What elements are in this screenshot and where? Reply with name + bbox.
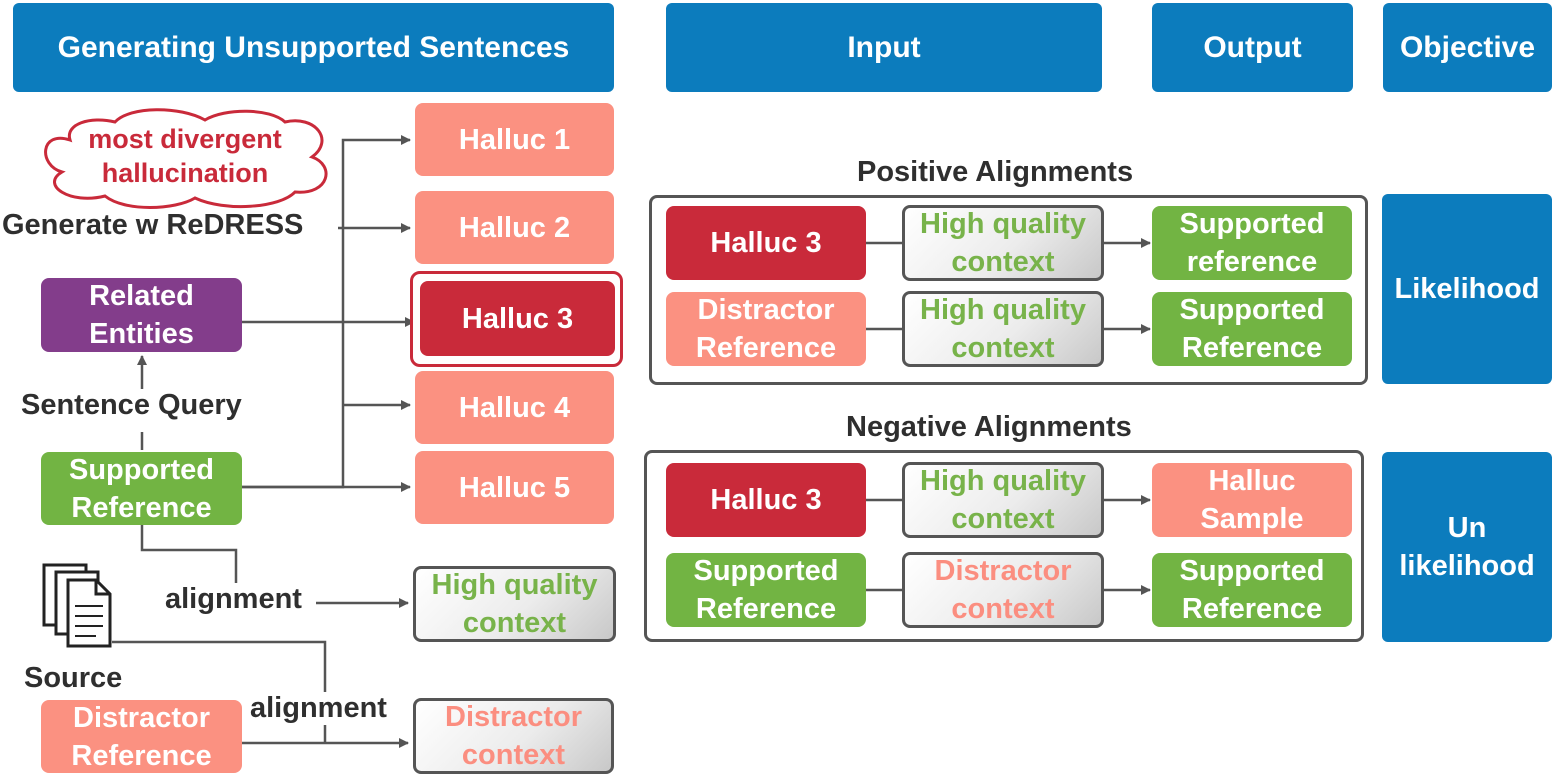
header-input: Input bbox=[666, 3, 1102, 92]
halluc-3-box: Halluc 3 bbox=[420, 281, 615, 356]
header-output-label: Output bbox=[1203, 30, 1302, 64]
positive-row2-input-line2: Reference bbox=[695, 332, 837, 364]
negative-row2-context-line2: context bbox=[951, 593, 1055, 625]
positive-row2-output-line2: Reference bbox=[1181, 332, 1323, 364]
halluc-5-label: Halluc 5 bbox=[458, 471, 571, 504]
positive-row2-output-line1: Supported bbox=[1179, 294, 1325, 326]
halluc-4-box: Halluc 4 bbox=[415, 371, 614, 444]
negative-row1-context-line2: context bbox=[951, 503, 1055, 535]
negative-row2-output-line1: Supported bbox=[1179, 555, 1325, 587]
cloud-label: most divergent hallucination bbox=[70, 120, 300, 192]
positive-row1-context-line2: context bbox=[951, 246, 1055, 278]
distractor-context-line1: Distractor bbox=[445, 701, 582, 733]
positive-row1-input: Halluc 3 bbox=[666, 206, 866, 280]
supported-reference-line2: Reference bbox=[71, 491, 212, 524]
negative-row2-context-line1: Distractor bbox=[934, 555, 1072, 587]
header-input-label: Input bbox=[847, 30, 921, 64]
negative-row1-context: High quality context bbox=[902, 462, 1104, 538]
negative-row2-output-line2: Reference bbox=[1181, 593, 1323, 625]
alignment-label-2: alignment bbox=[250, 692, 387, 725]
negative-row2-input-line2: Reference bbox=[695, 593, 837, 625]
high-quality-context-line1: High quality bbox=[431, 569, 598, 601]
positive-row1-context-line1: High quality bbox=[920, 208, 1086, 240]
positive-row2-context: High quality context bbox=[902, 291, 1104, 367]
likelihood-objective: Likelihood bbox=[1382, 194, 1552, 384]
positive-row1-output-line2: reference bbox=[1186, 246, 1318, 278]
positive-row1-output: Supported reference bbox=[1152, 206, 1352, 280]
positive-frame bbox=[649, 195, 1368, 385]
unlikelihood-line2: likelihood bbox=[1399, 550, 1535, 582]
distractor-context-line2: context bbox=[461, 739, 566, 771]
halluc-2-box: Halluc 2 bbox=[415, 191, 614, 264]
negative-row1-input-line1: Halluc 3 bbox=[710, 484, 822, 516]
distractor-context-box: Distractor context bbox=[413, 698, 614, 774]
negative-row1-input: Halluc 3 bbox=[666, 463, 866, 537]
generate-label: Generate w ReDRESS bbox=[2, 209, 304, 241]
header-generating: Generating Unsupported Sentences bbox=[13, 3, 614, 92]
halluc-4-label: Halluc 4 bbox=[458, 391, 571, 424]
cloud-line1: most divergent bbox=[88, 124, 282, 154]
header-objective-label: Objective bbox=[1399, 30, 1536, 64]
related-entities-line1: Related bbox=[89, 280, 194, 312]
halluc-1-box: Halluc 1 bbox=[415, 103, 614, 176]
halluc-1-label: Halluc 1 bbox=[458, 123, 571, 156]
unlikelihood-line1: Un bbox=[1447, 512, 1487, 544]
related-entities-line2: Entities bbox=[89, 318, 194, 350]
source-label: Source bbox=[24, 662, 123, 694]
positive-row1-output-line1: Supported bbox=[1179, 208, 1325, 240]
sentence-query-label: Sentence Query bbox=[21, 389, 242, 422]
positive-row1-input-line1: Halluc 3 bbox=[710, 227, 822, 259]
positive-title: Positive Alignments bbox=[857, 156, 1134, 188]
unlikelihood-objective: Un likelihood bbox=[1382, 452, 1552, 642]
negative-title: Negative Alignments bbox=[846, 411, 1132, 443]
cloud-shape bbox=[44, 108, 328, 209]
positive-row2-context-line1: High quality bbox=[920, 294, 1086, 326]
halluc-2-label: Halluc 2 bbox=[458, 211, 571, 244]
alignment-label-1: alignment bbox=[165, 583, 302, 616]
negative-row1-output-line1: Halluc bbox=[1208, 465, 1296, 497]
negative-row1-context-line1: High quality bbox=[920, 465, 1086, 497]
distractor-reference-line2: Reference bbox=[71, 739, 212, 772]
positive-row2-input-line1: Distractor bbox=[697, 294, 835, 326]
supported-reference-line1: Supported bbox=[69, 453, 214, 486]
positive-row2-context-line2: context bbox=[951, 332, 1055, 364]
header-output: Output bbox=[1152, 3, 1353, 92]
header-objective: Objective bbox=[1383, 3, 1552, 92]
halluc-3-label: Halluc 3 bbox=[461, 302, 574, 335]
positive-row1-context: High quality context bbox=[902, 205, 1104, 281]
source-document-icon bbox=[42, 563, 112, 648]
high-quality-context-line2: context bbox=[462, 607, 567, 639]
header-generating-label: Generating Unsupported Sentences bbox=[57, 30, 570, 64]
negative-row1-output-line2: Sample bbox=[1200, 503, 1304, 535]
distractor-reference-line1: Distractor bbox=[73, 701, 210, 734]
halluc-5-box: Halluc 5 bbox=[415, 451, 614, 524]
negative-row2-input-line1: Supported bbox=[693, 555, 839, 587]
cloud-line2: hallucination bbox=[101, 158, 269, 188]
negative-row2-context: Distractor context bbox=[902, 552, 1104, 628]
negative-frame bbox=[644, 450, 1364, 642]
high-quality-context-box: High quality context bbox=[413, 566, 616, 642]
likelihood-label: Likelihood bbox=[1394, 273, 1540, 305]
